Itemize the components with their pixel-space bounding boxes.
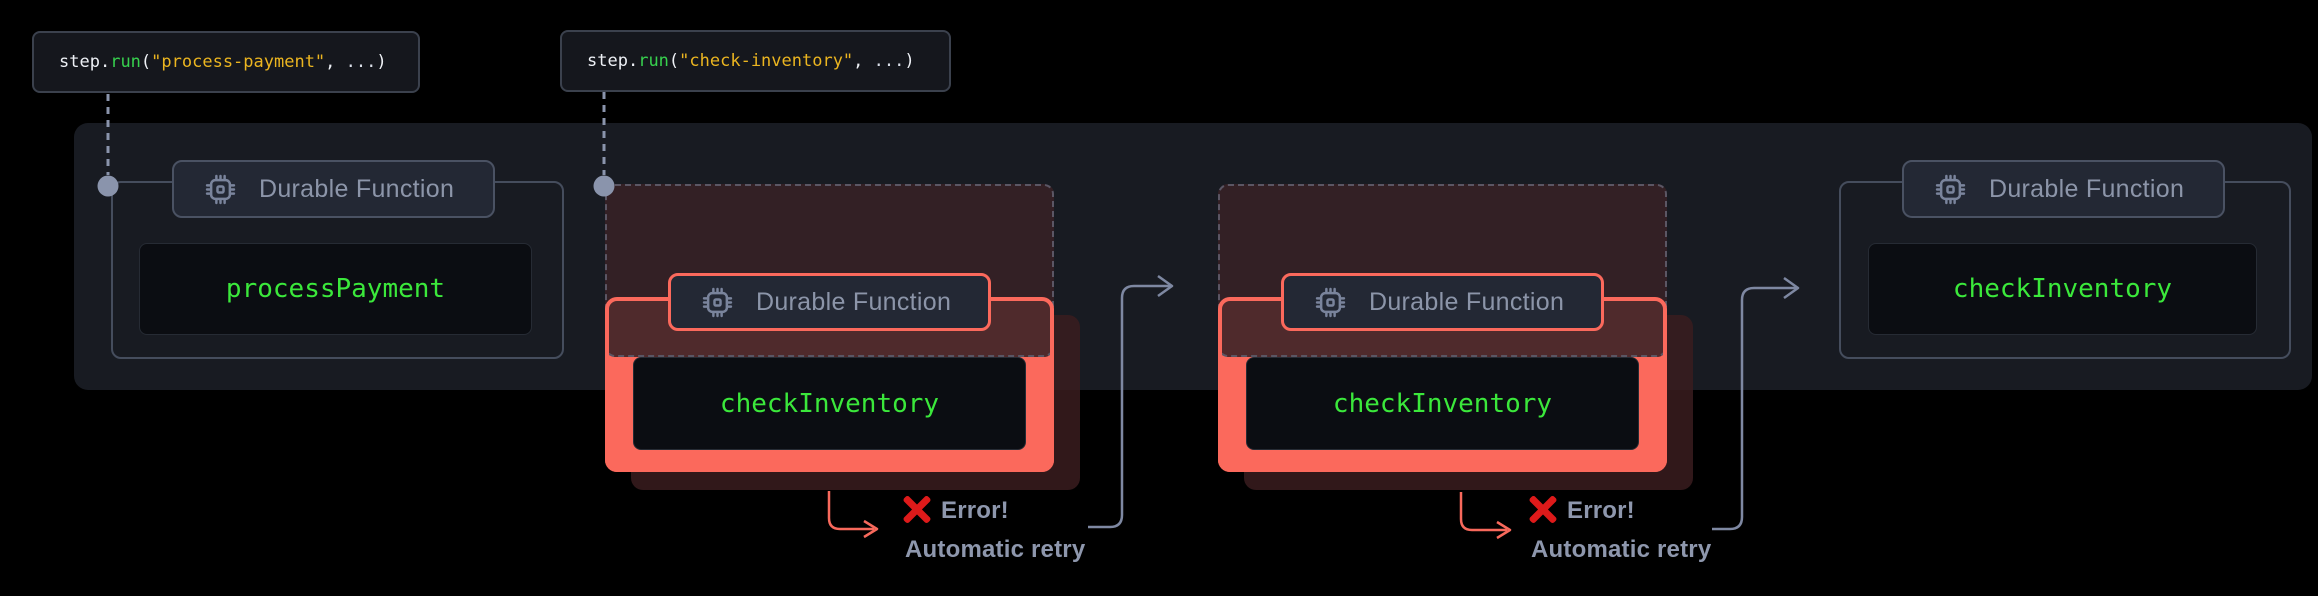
token: run [638, 51, 669, 71]
token: ) [376, 52, 387, 72]
step-run-snippet-2: step.run("check-inventory", ...) [560, 30, 951, 92]
x-mark-icon [1528, 494, 1558, 524]
durable-function-badge-2: Durable Function [668, 273, 991, 331]
error-elbow-arrow-1 [827, 491, 874, 531]
token: ... [345, 52, 377, 72]
token: step [59, 52, 100, 72]
cpu-chip-icon [701, 286, 734, 319]
badge-label: Durable Function [1989, 174, 2185, 203]
error-label-2: Error! [1567, 497, 1635, 524]
step-run-snippet-1: step.run("process-payment", ...) [32, 31, 420, 93]
cpu-chip-icon [204, 173, 237, 206]
automatic-retry-label-2: Automatic retry [1531, 536, 1712, 563]
token: step [587, 51, 628, 71]
function-box-4: checkInventory [1868, 243, 2257, 335]
function-name: processPayment [225, 274, 446, 304]
function-name: checkInventory [1332, 388, 1553, 419]
durable-function-badge-3: Durable Function [1281, 273, 1604, 331]
token: ( [668, 51, 680, 71]
badge-label: Durable Function [1369, 287, 1565, 316]
durable-function-badge-4: Durable Function [1902, 160, 2225, 218]
token: "check-inventory" [679, 51, 854, 71]
function-box-1: processPayment [139, 243, 532, 335]
function-name: checkInventory [1952, 274, 2173, 304]
function-name: checkInventory [719, 388, 940, 419]
badge-label: Durable Function [756, 287, 952, 316]
automatic-retry-label-1: Automatic retry [905, 536, 1086, 563]
error-elbow-arrow-2 [1459, 492, 1507, 532]
x-mark-icon [902, 494, 932, 524]
durable-function-badge-1: Durable Function [172, 160, 495, 218]
token: ) [904, 51, 915, 71]
error-elbow-arrowhead-1 [863, 519, 879, 539]
token: run [110, 52, 141, 72]
badge-label: Durable Function [259, 174, 455, 203]
token: . [99, 52, 111, 72]
error-label-1: Error! [941, 497, 1009, 524]
token: ... [873, 51, 905, 71]
token: , [853, 51, 874, 71]
token: , [325, 52, 346, 72]
function-box-2: checkInventory [633, 357, 1026, 450]
token: "process-payment" [151, 52, 326, 72]
token: ( [140, 52, 152, 72]
token: . [627, 51, 639, 71]
cpu-chip-icon [1314, 286, 1347, 319]
error-elbow-arrowhead-2 [1496, 520, 1512, 540]
function-box-3: checkInventory [1246, 357, 1639, 450]
cpu-chip-icon [1934, 173, 1967, 206]
